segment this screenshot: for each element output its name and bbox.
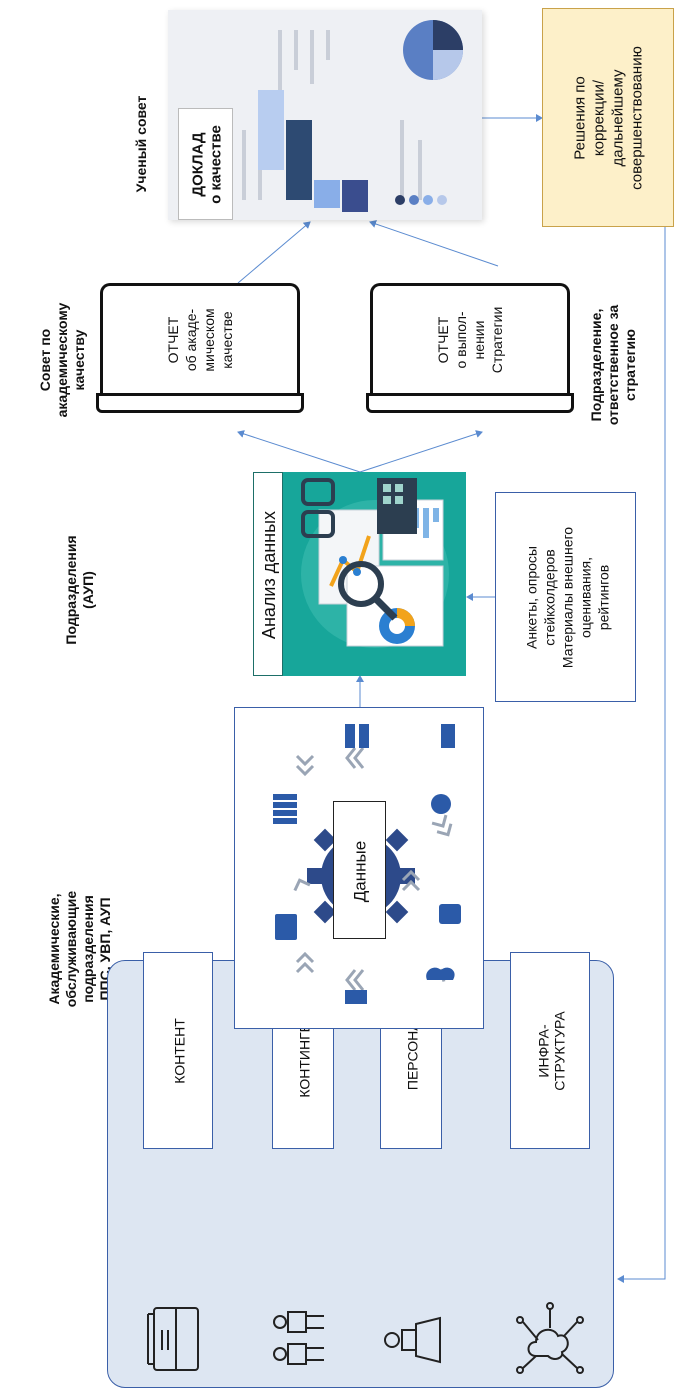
decisions-box[interactable]: Решения по коррекции/ дальнейшему соверш… — [542, 8, 674, 227]
document-title-box: ДОКЛАД о качестве — [178, 108, 233, 220]
report-2-screen: ОТЧЕТ о выпол- нении Стратегии — [370, 283, 570, 393]
students-icon — [273, 1311, 324, 1365]
report-strategy[interactable]: ОТЧЕТ о выпол- нении Стратегии — [366, 283, 574, 433]
analysis-box[interactable]: Анализ данных — [253, 472, 466, 676]
data-label-box: Данные — [333, 801, 386, 939]
sources-label: Анкеты, опросы стейкхолдеров Материалы в… — [523, 526, 611, 669]
arrow-report1-to-doc — [237, 221, 311, 284]
header-academic-quality-council: Совет по академическому качеству — [36, 302, 87, 418]
header-strategy-unit: Подразделение, ответственное за стратеги… — [587, 304, 638, 426]
cloud-network-icon — [516, 1302, 584, 1374]
quality-document[interactable]: ДОКЛАД о качестве — [168, 10, 482, 220]
resource-label-content: КОНТЕНТ — [171, 1018, 188, 1084]
decisions-label: Решения по коррекции/ дальнейшему соверш… — [571, 46, 646, 190]
document-chart-graphic — [242, 20, 463, 212]
book-icon — [147, 1307, 199, 1371]
arrow-analysis-to-report2 — [359, 430, 483, 473]
resource-box-content[interactable]: КОНТЕНТ — [143, 952, 213, 1149]
arrow-analysis-to-report1 — [237, 430, 361, 473]
report-1-base — [96, 393, 304, 413]
document-title: ДОКЛАД о качестве — [189, 125, 224, 204]
resource-box-infrastructure[interactable]: ИНФРА- СТРУКТУРА — [510, 952, 590, 1149]
header-divisions: Подразделения (АУП) — [63, 535, 96, 645]
report-2-base — [366, 393, 574, 413]
analysis-label: Анализ данных — [258, 510, 279, 640]
report-academic-quality[interactable]: ОТЧЕТ об акаде- мическом качестве — [96, 283, 304, 433]
report-2-label: ОТЧЕТ о выпол- нении Стратегии — [435, 306, 505, 374]
report-1-screen: ОТЧЕТ об акаде- мическом качестве — [100, 283, 300, 393]
data-inputs-graphic — [273, 724, 461, 1004]
arrow-report2-to-doc — [369, 220, 499, 267]
data-box[interactable]: Данные — [234, 707, 484, 1029]
header-academic-council: Ученый совет — [132, 95, 149, 193]
analysis-illustration — [301, 478, 449, 648]
sources-box: Анкеты, опросы стейкхолдеров Материалы в… — [495, 492, 636, 702]
report-1-label: ОТЧЕТ об акаде- мическом качестве — [165, 308, 235, 372]
resource-label-infrastructure: ИНФРА- СТРУКТУРА — [535, 1011, 568, 1091]
analysis-label-strip: Анализ данных — [253, 472, 283, 676]
staff-icon — [384, 1316, 441, 1364]
